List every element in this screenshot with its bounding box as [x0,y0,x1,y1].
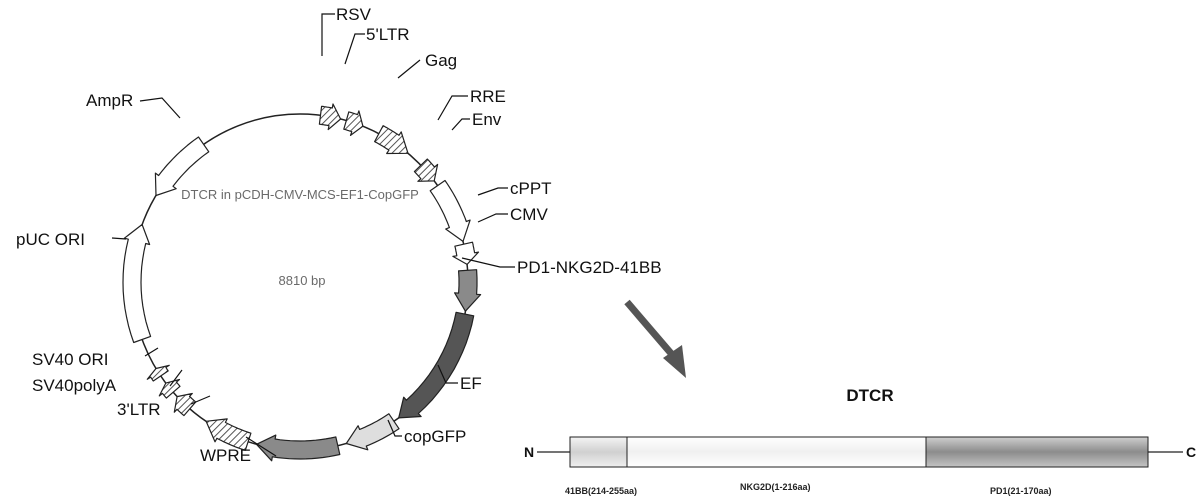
feature-label-cmv: CMV [510,205,548,224]
feature-arrow-cmv [454,269,482,312]
feature-label-wpre: WPRE [200,446,251,465]
feature-label-ef: EF [460,374,482,393]
feature-arrow-copgfp [255,434,341,462]
feature-label-5ltr: 5'LTR [366,25,410,44]
feature-arrow-ef [345,413,400,451]
c-terminus-label: C [1186,444,1196,460]
plasmid-features [122,103,482,462]
feature-label-copgfp: copGFP [404,427,466,446]
n-terminus-label: N [524,444,534,460]
feature-arrow-env [429,179,471,242]
feature-label-rsv: RSV [336,5,372,24]
domain-label-nkg2d: NKG2D(1-216aa) [740,482,811,492]
feature-arrow-ampr [154,136,210,197]
feature-label-insert: PD1-NKG2D-41BB [517,258,662,277]
domain-pd1 [925,436,1149,468]
feature-label-ampr: AmpR [86,91,133,110]
dtcr-title: DTCR [846,386,893,405]
feature-label-sv40ori: SV40 ORI [32,350,109,369]
feature-arrow-gag [374,125,409,155]
dtcr-construct: DTCR N C 41BB(214-255aa) NKG2D(1-216aa) … [524,386,1196,496]
feature-arrow-wpre [205,418,252,451]
domain-label-pd1: PD1(21-170aa) [990,486,1052,496]
transition-arrow [624,299,686,378]
feature-label-cppt: cPPT [510,179,552,198]
plasmid-name: DTCR in pCDH-CMV-MCS-EF1-CopGFP [181,187,419,202]
feature-labels: RSV 5'LTR Gag RRE Env cPPT CMV PD1-NKG2D… [16,5,662,465]
plasmid-size: 8810 bp [279,273,326,288]
feature-arrow-pd1-nkg2d-41bb [398,311,475,419]
domain-41bb [569,436,628,468]
feature-arrow-3-ltr [173,392,197,417]
feature-arrow-puc-ori [122,223,152,344]
feature-label-gag: Gag [425,51,457,70]
feature-label-puc-ori: pUC ORI [16,230,85,249]
feature-label-env: Env [472,110,502,129]
domain-nkg2d [626,436,927,468]
feature-arrow-rre [413,158,439,182]
feature-arrow-rsv [318,103,342,131]
feature-arrow-sv40polya [158,378,181,399]
feature-label-rre: RRE [470,87,506,106]
leader-lines [111,13,515,457]
feature-label-3ltr: 3'LTR [117,400,161,419]
feature-arrow-sv40-ori [146,364,170,382]
feature-arrow-cppt [452,241,480,265]
feature-label-sv40polya: SV40polyA [32,376,117,395]
feature-arrow-5-ltr [343,110,364,136]
domain-label-41bb: 41BB(214-255aa) [565,486,637,496]
